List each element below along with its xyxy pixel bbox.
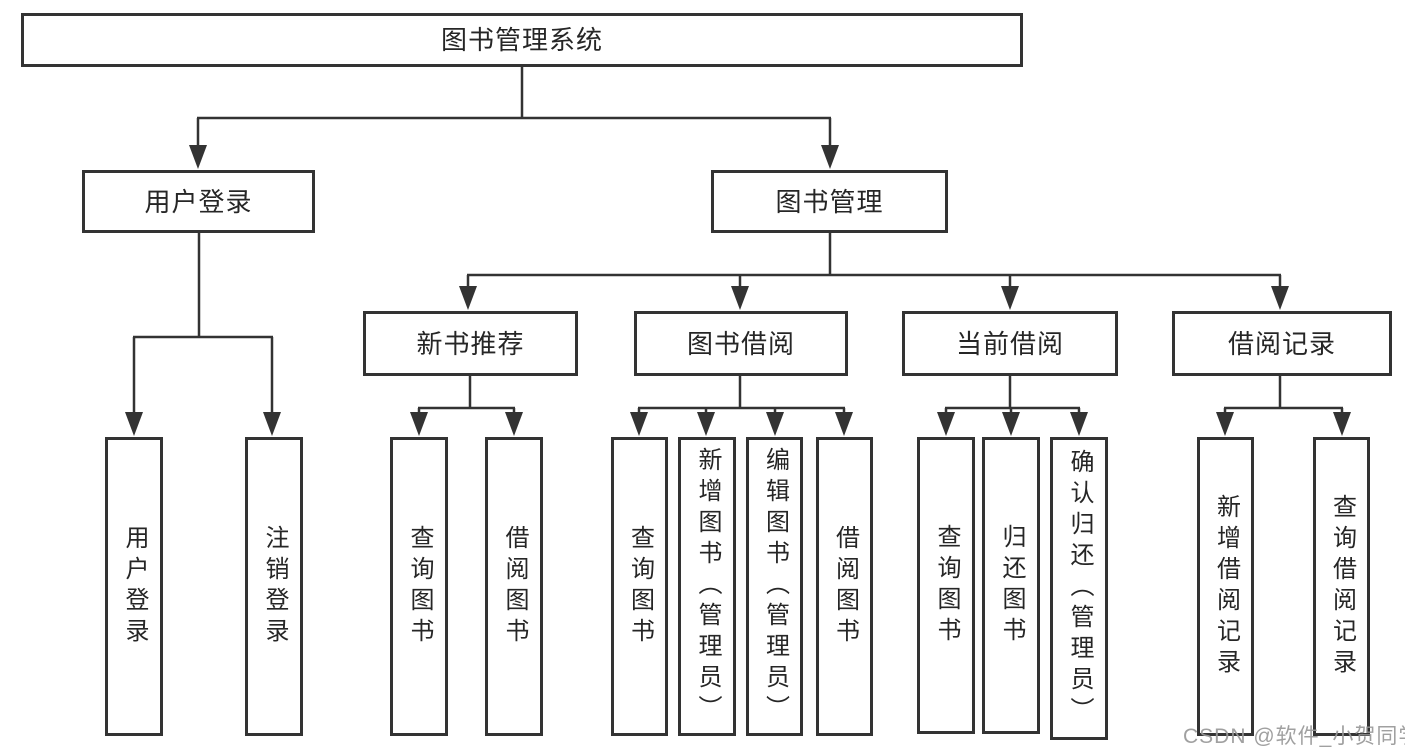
leaf-logout: 注销登录 [245,437,303,736]
node-book-management: 图书管理 [711,170,948,233]
node-new-book-recommendation: 新书推荐 [363,311,578,376]
leaf-return-books: 归还图书 [982,437,1040,734]
leaf-user-login: 用户登录 [105,437,163,736]
node-borrowing-records: 借阅记录 [1172,311,1392,376]
node-book-borrowing: 图书借阅 [634,311,848,376]
tree-edges [132,67,1344,414]
leaf-borrow-books-recommend: 借阅图书 [485,437,543,736]
leaf-add-books-admin: 新增图书（管理员） [678,437,736,736]
leaf-edit-books-admin: 编辑图书（管理员） [746,437,803,736]
leaf-query-borrow-record: 查询借阅记录 [1313,437,1370,736]
leaf-borrow-books: 借阅图书 [816,437,873,736]
leaf-query-books-current: 查询图书 [917,437,975,734]
node-library-management-system: 图书管理系统 [21,13,1023,67]
leaf-query-books-borrow: 查询图书 [611,437,668,736]
watermark-text: CSDN @软件_小贺同学 [1183,725,1405,747]
leaf-add-borrow-record: 新增借阅记录 [1197,437,1254,736]
node-current-borrowing: 当前借阅 [902,311,1118,376]
leaf-query-books-recommend: 查询图书 [390,437,448,736]
leaf-confirm-return-admin: 确认归还（管理员） [1050,437,1108,740]
node-user-login: 用户登录 [82,170,315,233]
arrowheads [125,145,1351,436]
